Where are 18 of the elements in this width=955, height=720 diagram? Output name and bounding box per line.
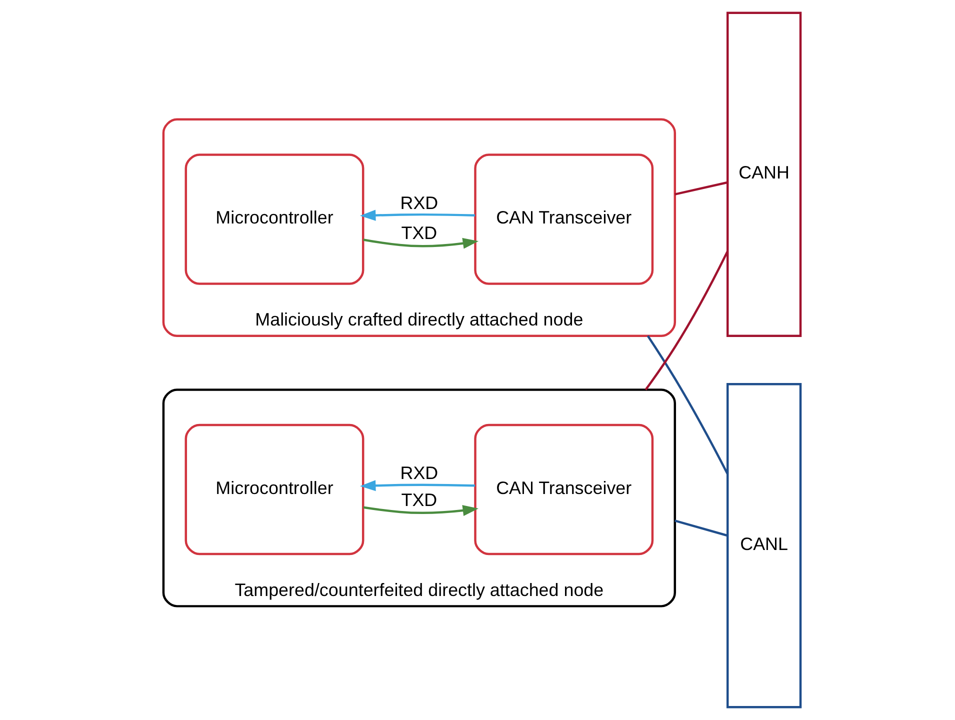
node-box: CANH (726, 12, 802, 337)
arrow (360, 210, 475, 221)
connector (644, 250, 729, 390)
edge-label: TXD (401, 223, 438, 244)
node-box: CAN Transceiver (474, 424, 654, 556)
connector (674, 181, 728, 196)
arrow (363, 505, 478, 516)
arrow (360, 480, 475, 492)
node-box: Microcontroller (184, 424, 364, 556)
connector (674, 520, 728, 537)
node-box: CAN Transceiver (474, 154, 654, 285)
edge-label: RXD (400, 192, 438, 213)
node-box: CANL (726, 383, 802, 708)
connector (646, 335, 728, 474)
node-box: Microcontroller (184, 154, 364, 285)
arrow (363, 238, 479, 249)
edge-label: TXD (401, 490, 438, 510)
edge-label: RXD (400, 463, 438, 484)
